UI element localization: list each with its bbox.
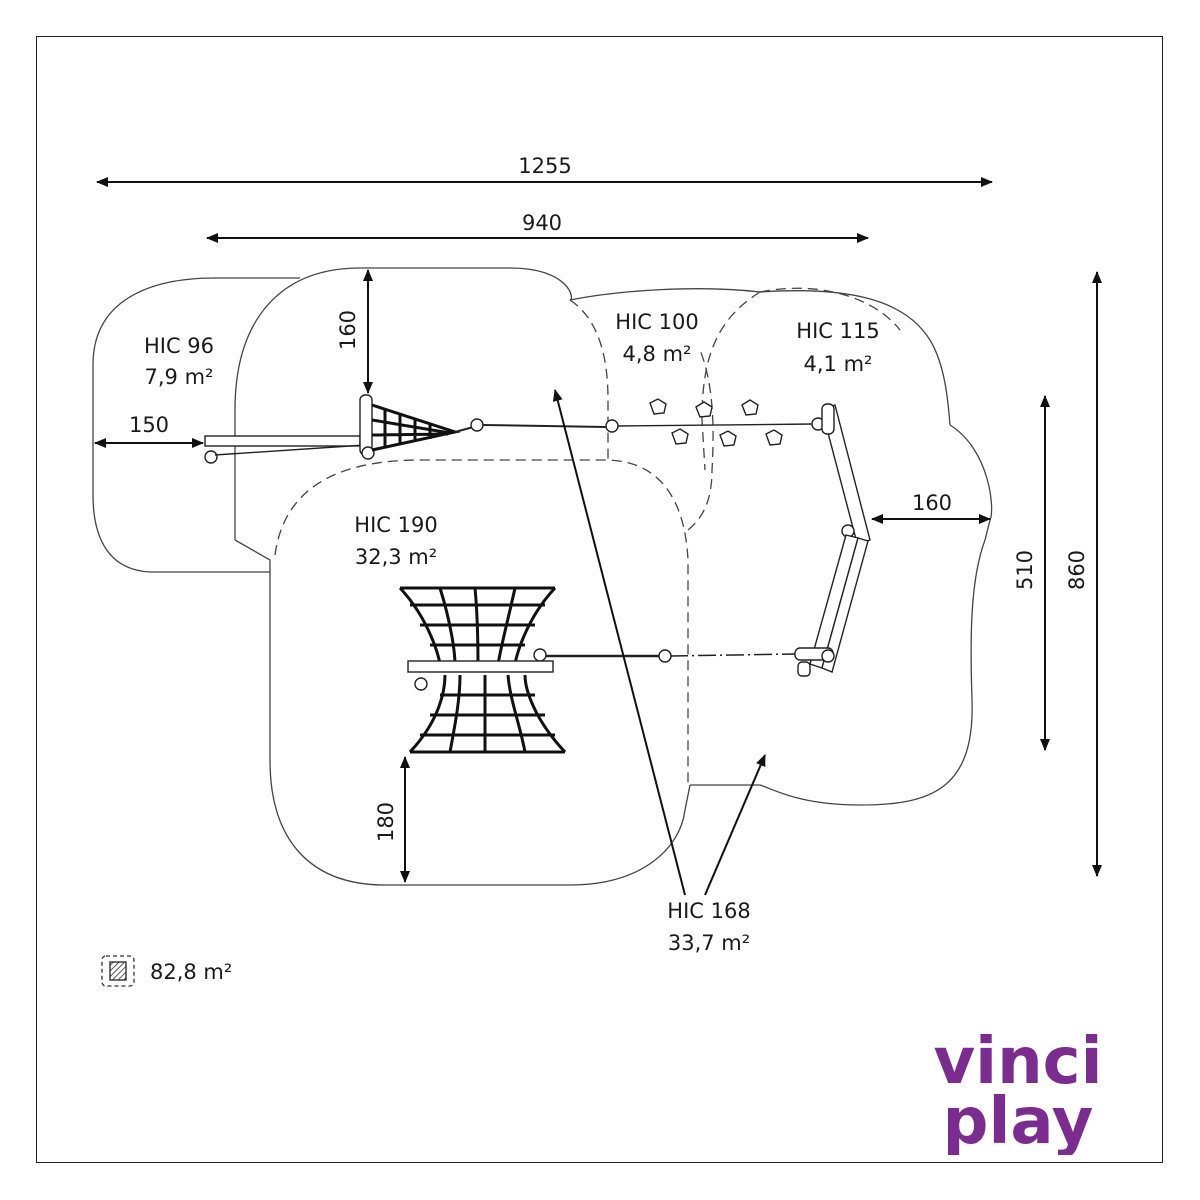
safety-zone-hic96 xyxy=(92,277,300,573)
logo-line2: play xyxy=(943,1085,1094,1155)
leader-hic168-b xyxy=(704,754,766,896)
boundary-hic100-left xyxy=(569,299,609,460)
rope-2 xyxy=(482,424,607,428)
post-d xyxy=(658,649,672,663)
lower-rope xyxy=(669,653,796,657)
left-post xyxy=(359,394,373,456)
dim-equipment-width: 940 xyxy=(522,211,562,235)
zone-hic100-area: 4,8 m² xyxy=(623,342,692,366)
lower-post-end xyxy=(821,649,835,663)
dim-equipment-depth: 510 xyxy=(1013,550,1037,590)
dim-overall-depth: 860 xyxy=(1065,550,1089,590)
safety-zone-hic100 xyxy=(569,288,761,301)
left-post-base xyxy=(361,446,375,460)
legend-total-area: 82,8 m² xyxy=(150,960,232,984)
logo-line1: vinci xyxy=(933,1025,1102,1099)
zone-hic190-area: 32,3 m² xyxy=(355,545,437,569)
left-beam xyxy=(204,435,361,447)
zone-hic96-label: HIC 96 xyxy=(144,334,214,358)
boundary-hic115-left xyxy=(701,291,761,471)
dim-left-clearance: 150 xyxy=(129,413,169,437)
dim-bottom-clearance: 180 xyxy=(374,802,398,842)
small-net xyxy=(371,403,461,452)
zone-hic190-label: HIC 190 xyxy=(354,513,437,537)
leader-hic168-a xyxy=(552,389,686,896)
boundary-hic190 xyxy=(274,459,689,785)
lower-post-2 xyxy=(797,661,811,677)
zone-hic115-label: HIC 115 xyxy=(796,319,879,343)
boundary-hic115-right xyxy=(759,287,901,331)
safety-zone-hic115 xyxy=(759,290,951,426)
large-net-post xyxy=(414,677,428,691)
dim-top-clearance: 160 xyxy=(336,310,360,350)
left-post-bottom xyxy=(204,450,218,464)
boundary-hic100-right xyxy=(687,349,714,531)
stepping-line xyxy=(617,423,815,427)
zone-hic168-area: 33,7 m² xyxy=(668,931,750,955)
zone-hic100-label: HIC 100 xyxy=(615,310,698,334)
post-e xyxy=(533,648,547,662)
large-net-beam xyxy=(407,660,554,673)
post-a xyxy=(470,418,484,432)
dim-right-clearance: 160 xyxy=(912,491,952,515)
drawing-frame xyxy=(36,36,1163,1163)
right-post-top xyxy=(821,403,835,435)
zone-hic168-label: HIC 168 xyxy=(667,899,750,923)
hatched-square-icon xyxy=(101,955,135,987)
safety-zone-right xyxy=(690,424,993,806)
left-cable xyxy=(214,444,366,456)
vinciplay-logo: vinci play xyxy=(933,1025,1102,1155)
zone-hic115-area: 4,1 m² xyxy=(804,352,873,376)
right-beam-lower-2 xyxy=(821,537,869,673)
post-b xyxy=(605,419,619,433)
dim-overall-width: 1255 xyxy=(518,154,571,178)
stepping-stones xyxy=(649,398,783,447)
zone-hic96-area: 7,9 m² xyxy=(145,365,214,389)
safety-zone-bottom xyxy=(234,539,691,886)
safety-zone-hic190-top xyxy=(234,267,573,540)
